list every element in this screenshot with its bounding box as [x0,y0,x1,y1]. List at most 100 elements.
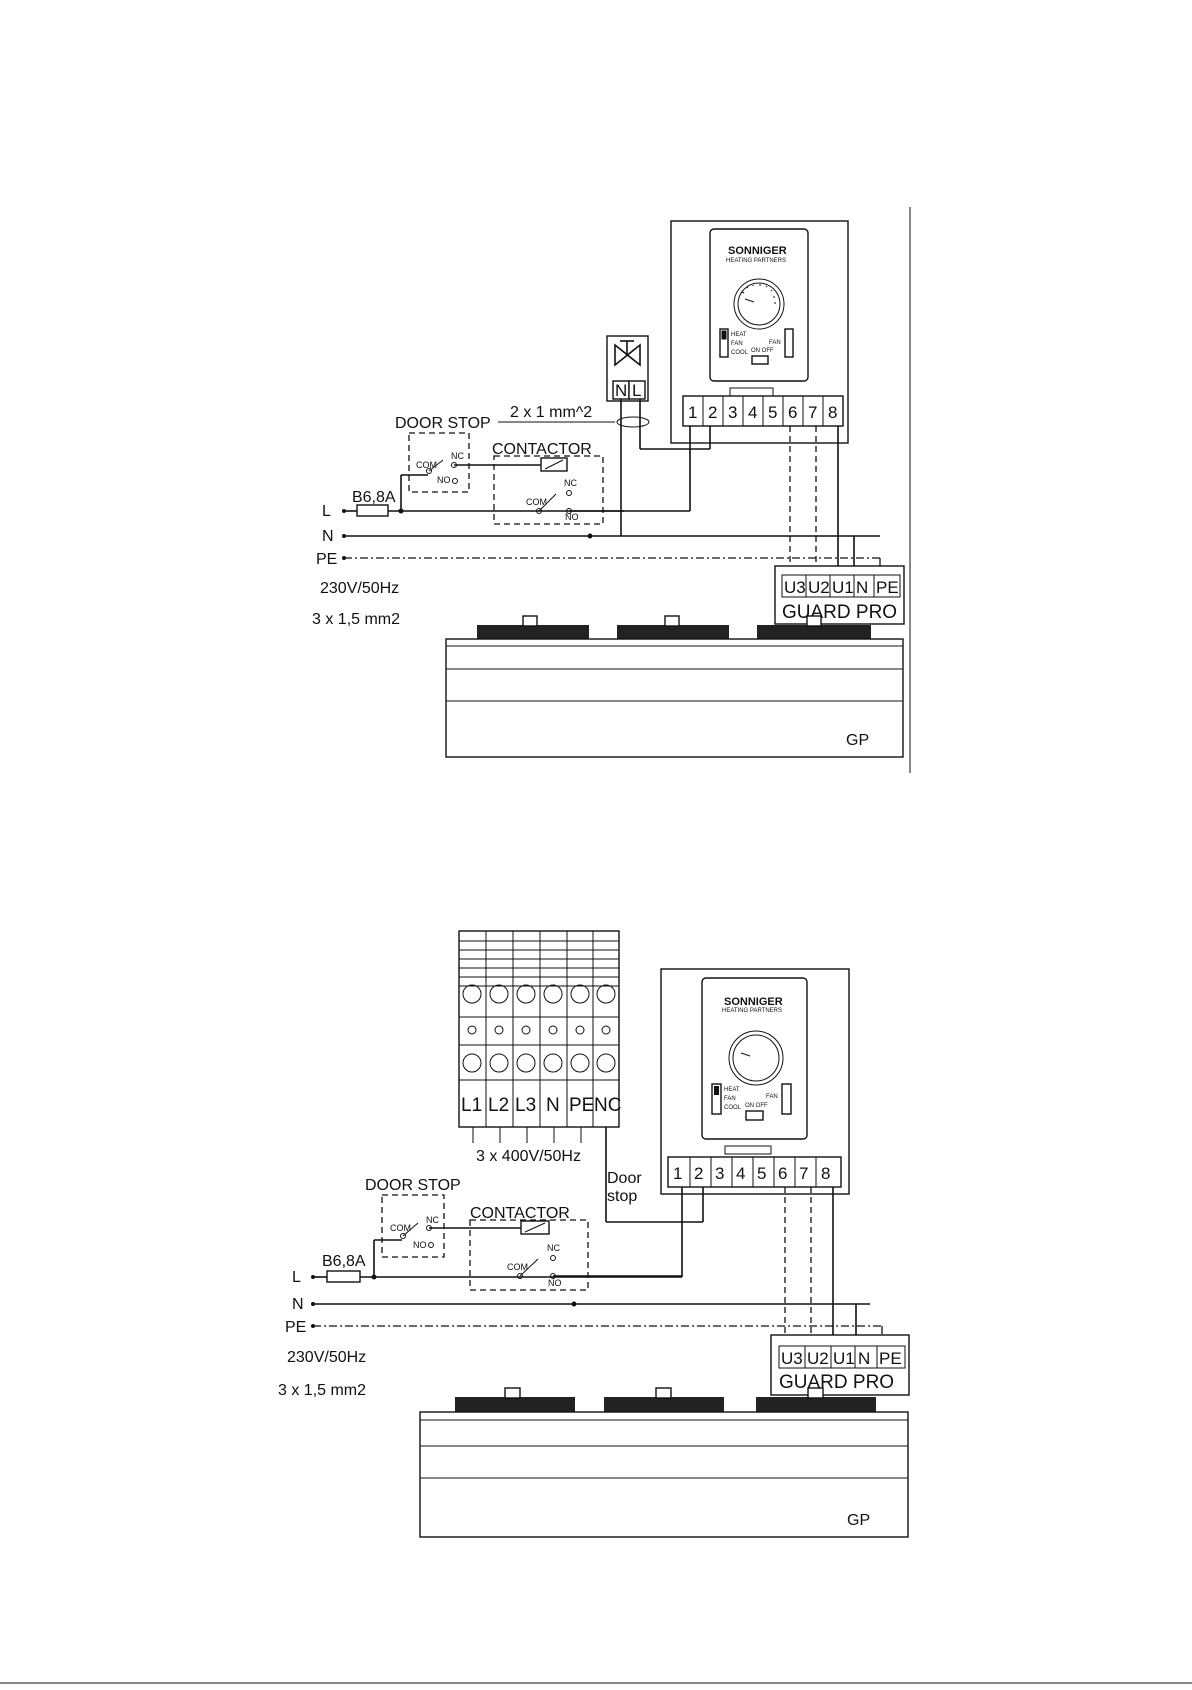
thermostat-2-terminal-strip [667,1156,842,1188]
thermostat-2-brand: SONNIGER [724,996,783,1008]
fan-1-left [477,615,589,639]
switch-2-left-label-fan: FAN [724,1096,736,1102]
valve-1: N L [606,335,649,402]
terminal-2: 2 [708,403,717,422]
contactor-com: COM [526,497,547,507]
switch-2-right-label-fan: FAN [766,1094,778,1100]
terminal-1: 1 [688,403,697,422]
terminal-2-1: 1 [673,1164,682,1183]
contactor-1: CONTACTOR NC COM NO [492,441,604,525]
mode-switch-left-2[interactable] [711,1083,722,1115]
cable-spec-label: 3 x 1,5 mm2 [312,611,400,628]
fuse-2-label: B6,8A [322,1253,366,1270]
on-off-label-2: ON OFF [745,1103,768,1109]
contactor-2: CONTACTOR NC COM NO [469,1205,589,1291]
switch-left-label-heat: HEAT [731,332,747,338]
block-terminal-pe: PE [569,1095,594,1116]
diagram-2: L1 L2 L3 N PE NC 3 x 400V/50Hz Door stop… [278,930,910,1538]
block-terminal-l1: L1 [461,1095,482,1116]
control-wiring-1 [569,399,881,575]
terminal-5: 5 [768,403,777,422]
guard-2-terminal-u3: U3 [781,1349,803,1368]
terminal-2-6: 6 [778,1164,787,1183]
block-terminal-n: N [546,1095,560,1116]
fuse [356,504,389,517]
line-2-pe-label: PE [285,1319,306,1336]
cable-2-spec-label: 3 x 1,5 mm2 [278,1382,366,1399]
guard-pro-2-label: GUARD PRO [779,1372,894,1393]
block-terminal-nc: NC [594,1095,621,1116]
switch-2-left-label-heat: HEAT [724,1087,740,1093]
on-off-switch[interactable] [751,355,769,365]
guard-2-terminal-n: N [858,1349,870,1368]
fan-switch-right[interactable] [784,328,794,358]
door-stop-title: DOOR STOP [395,415,491,432]
thermostat-dial[interactable] [733,278,785,330]
terminal-6: 6 [788,403,797,422]
terminal-8: 8 [828,403,837,422]
switch-2-left-label-cool: COOL [724,1105,742,1111]
guard-pro-label: GUARD PRO [782,602,897,623]
cable-size-label: 2 x 1 mm^2 [510,404,592,421]
supply-voltage-label: 230V/50Hz [320,580,399,597]
door-stop-2-nc: NC [426,1215,439,1225]
fan-2-right [756,1387,876,1412]
terminal-2-5: 5 [757,1164,766,1183]
mode-switch-left[interactable] [719,328,729,358]
valve-terminal-n: N [615,381,627,400]
door-stop-2-no: NO [413,1240,427,1250]
terminal-2-3: 3 [715,1164,724,1183]
door-stop-nc: NC [451,451,464,461]
thermostat-brand-sub: HEATING PARTNERS [726,258,786,264]
terminal-block: L1 L2 L3 N PE NC 3 x 400V/50Hz [458,930,621,1165]
line-n-label: N [322,528,334,545]
guard-2-terminal-u1: U1 [833,1349,855,1368]
fan-1-mid [617,615,729,639]
fan-1-right [757,615,871,639]
line-2-l-label: L [292,1269,301,1286]
door-stop-2-com: COM [390,1223,411,1233]
thermostat-2-dial[interactable] [728,1030,784,1086]
door-stop-no: NO [437,475,451,485]
fan-switch-right-2[interactable] [781,1083,792,1115]
block-terminal-l3: L3 [515,1095,536,1116]
thermostat-2-brand-sub: HEATING PARTNERS [722,1008,782,1014]
fan-2-mid [604,1387,724,1412]
fan-2-left [455,1387,575,1412]
contactor-2-nc: NC [547,1243,560,1253]
diagram-1: SONNIGER HEATING PARTNERS HEAT FAN COOL … [312,207,911,773]
line-l-label: L [322,503,331,520]
unit-label: GP [846,732,869,749]
on-off-switch-2[interactable] [745,1110,764,1121]
terminal-2-7: 7 [799,1164,808,1183]
supply-lines-2: L N PE B6,8A 230V/50Hz 3 x 1,5 mm2 [278,1227,882,1399]
door-stop-2: DOOR STOP COM NC NO [365,1177,461,1258]
switch-left-label-cool: COOL [731,350,749,356]
contactor-title: CONTACTOR [492,441,592,458]
contactor-no: NO [565,512,579,522]
terminal-4: 4 [748,403,757,422]
terminal-2-8: 8 [821,1164,830,1183]
guard-2-terminal-pe: PE [879,1349,902,1368]
on-off-label: ON OFF [751,348,774,354]
contactor-2-title: CONTACTOR [470,1205,570,1222]
switch-right-label-fan: FAN [769,340,781,346]
thermostat-1: SONNIGER HEATING PARTNERS HEAT FAN COOL … [670,220,849,444]
line-2-n-label: N [292,1296,304,1313]
guard-pro-2: U3 U2 U1 N PE GUARD PRO [770,1334,910,1396]
thermostat-brand: SONNIGER [728,245,787,257]
door-stop-note-line2: stop [607,1188,637,1205]
guard-pro-1: U3 U2 U1 N PE GUARD PRO [774,565,905,625]
terminal-2-4: 4 [736,1164,745,1183]
guard-terminal-u2: U2 [808,578,830,597]
contactor-2-no: NO [548,1278,562,1288]
door-stop-2-title: DOOR STOP [365,1177,461,1194]
unit-2-label: GP [847,1512,870,1529]
unit-2: GP [419,1387,909,1538]
block-supply-label: 3 x 400V/50Hz [476,1148,581,1165]
unit-1: GP [445,615,904,758]
line-pe-label: PE [316,551,337,568]
contactor-2-com: COM [507,1262,528,1272]
